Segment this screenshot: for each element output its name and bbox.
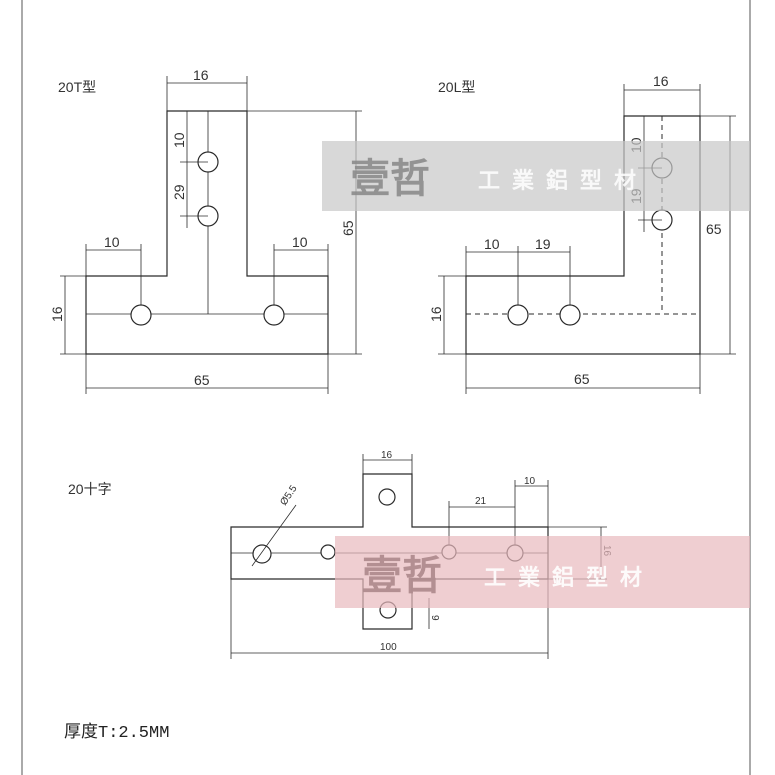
t-dim-left-hole: 10: [104, 234, 120, 250]
t-dim-hole-top: 10: [171, 132, 187, 148]
cross-bracket-hole-top: [378, 488, 396, 506]
cross-dim-hole-spacing: 21: [475, 496, 487, 507]
t-bracket-drawing: 20T型 16 10 29 65 10 10: [49, 67, 362, 394]
watermark-top: 壹哲 工業鋁型材: [322, 141, 750, 211]
cross-dim-width: 100: [380, 642, 397, 653]
t-dim-arm-height: 16: [49, 306, 65, 322]
thickness-note: 厚度T:2.5MM: [64, 722, 169, 743]
l-dim-left-hole: 10: [484, 236, 500, 252]
t-dim-right-hole: 10: [292, 234, 308, 250]
t-bracket-hole-3: [130, 304, 152, 326]
l-dim-hole-spacing-h: 19: [535, 236, 551, 252]
t-bracket-outline: [85, 110, 329, 355]
l-bracket-hole-3: [507, 304, 529, 326]
t-bracket-hole-4: [263, 304, 285, 326]
t-dim-top-width: 16: [193, 67, 209, 83]
watermark-brand-bottom: 壹哲: [362, 552, 442, 599]
cross-dim-hole-dia: Ø5.5: [278, 483, 299, 507]
watermark-band-top: [322, 141, 750, 211]
cross-dim-hole-right: 10: [524, 476, 536, 487]
l-bracket-drawing: 20L型 16 10 19 65 10 19 16: [428, 73, 736, 394]
l-bracket-hole-4: [559, 304, 581, 326]
l-bracket-title: 20L型: [438, 79, 475, 95]
t-dim-hole-spacing: 29: [171, 184, 187, 200]
watermark-brand-top: 壹哲: [350, 155, 430, 202]
t-dim-height: 65: [340, 220, 356, 236]
l-dim-top-width: 16: [653, 73, 669, 89]
t-bracket-title: 20T型: [58, 79, 96, 95]
cross-dim-top-width: 16: [381, 450, 393, 461]
t-dim-width: 65: [194, 372, 210, 388]
cross-dim-hole-offset: 9: [429, 615, 440, 621]
cross-dia-leader: [251, 504, 297, 567]
cross-bracket-title: 20十字: [68, 481, 112, 497]
cross-bracket-hole-left-inner: [320, 544, 336, 560]
l-dim-height: 65: [706, 221, 722, 237]
watermark-suffix-top: 工業鋁型材: [478, 168, 648, 194]
cross-bracket-outline: [230, 473, 549, 630]
l-dim-arm-height: 16: [428, 306, 444, 322]
watermark-bottom: 壹哲 工業鋁型材: [335, 536, 750, 608]
watermark-band-bottom: [335, 536, 750, 608]
watermark-suffix-bottom: 工業鋁型材: [484, 565, 654, 591]
l-dim-width: 65: [574, 371, 590, 387]
